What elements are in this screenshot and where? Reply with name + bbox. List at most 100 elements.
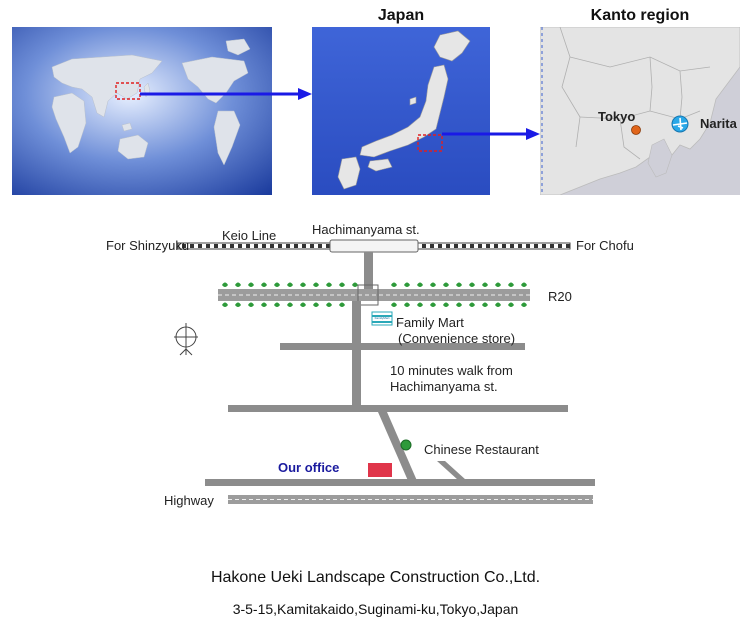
rail-tie [446, 244, 450, 248]
roadside-tree [430, 302, 436, 307]
store-icon: FamilyMart [371, 311, 393, 326]
roadside-tree [508, 302, 514, 307]
panel-arrows [140, 88, 540, 140]
roadside-tree [287, 282, 293, 287]
roadside-tree [482, 302, 488, 307]
compass-icon [174, 323, 198, 356]
roadside-tree [339, 302, 345, 307]
roadside-tree [235, 302, 241, 307]
road-middle-horizontal [228, 405, 568, 412]
rail-tie [318, 244, 322, 248]
roadside-tree [339, 282, 345, 287]
keio-line-label: Keio Line [222, 228, 277, 243]
rail-tie [542, 244, 546, 248]
roadside-tree [508, 282, 514, 287]
airplane-icon [671, 115, 689, 133]
rail-tie [550, 244, 554, 248]
rail-tie [454, 244, 458, 248]
roadside-tree [456, 302, 462, 307]
roadside-tree [352, 282, 358, 287]
rail-tie [222, 244, 226, 248]
our-office-label: Our office [278, 460, 340, 475]
roadside-tree [495, 302, 501, 307]
roadside-tree [521, 282, 527, 287]
roadside-tree [222, 282, 228, 287]
rail-tie [278, 244, 282, 248]
rail-tie [294, 244, 298, 248]
rail-tie [254, 244, 258, 248]
road-branch [437, 461, 466, 480]
rail-tie [190, 244, 194, 248]
roadside-tree [495, 282, 501, 287]
office-marker [368, 463, 392, 477]
rail-tie [262, 244, 266, 248]
road-station-connector [364, 252, 373, 294]
highway [228, 495, 593, 504]
hachimanyama-station [329, 239, 419, 253]
city-dot-icon [631, 125, 641, 135]
route-map: FamilyMart [174, 239, 595, 504]
roadside-tree [326, 282, 332, 287]
family-mart-label: Family Mart [396, 315, 464, 330]
roadside-tree [391, 282, 397, 287]
rail-tie [206, 244, 210, 248]
tokyo-label: Tokyo [598, 109, 636, 124]
rail-tie [270, 244, 274, 248]
rail-tie [198, 244, 202, 248]
roadside-tree [469, 302, 475, 307]
kanto-map-image [540, 27, 740, 195]
japan-panel-title: Japan [377, 7, 425, 24]
rail-tie [326, 244, 330, 248]
roadside-tree [404, 282, 410, 287]
roadside-tree [300, 282, 306, 287]
kanto-panel-title: Kanto region [590, 7, 690, 24]
arrow-world-to-japan [140, 88, 312, 100]
station-label: Hachimanyama st. [312, 222, 420, 237]
rail-tie [422, 244, 426, 248]
rail-tie [494, 244, 498, 248]
rail-tie [566, 244, 570, 248]
roadside-tree [391, 302, 397, 307]
rail-tie [302, 244, 306, 248]
rail-tie [238, 244, 242, 248]
company-name: Hakone Ueki Landscape Construction Co.,L… [210, 569, 541, 586]
road-diagonal [378, 412, 418, 483]
store-sign-text: FamilyMart [375, 316, 390, 320]
walk-text-line2: Hachimanyama st. [390, 379, 498, 394]
rail-tie [230, 244, 234, 248]
roadside-tree [469, 282, 475, 287]
rail-tie [486, 244, 490, 248]
japan-map-image [312, 27, 490, 195]
company-address: 3-5-15,Kamitakaido,Suginami-ku,Tokyo,Jap… [232, 601, 519, 617]
roadside-tree [430, 282, 436, 287]
rail-tie [518, 244, 522, 248]
roadside-tree [417, 282, 423, 287]
road-lower-horizontal [205, 479, 595, 486]
world-map-panel [12, 27, 272, 195]
rail-tie [310, 244, 314, 248]
roadside-tree [521, 302, 527, 307]
roadside-tree [404, 302, 410, 307]
convenience-store-label: (Convenience store) [398, 331, 516, 346]
kanto-map-panel: Tokyo Narita [540, 27, 740, 195]
roadside-tree [326, 302, 332, 307]
rail-tie [438, 244, 442, 248]
roadside-tree [313, 302, 319, 307]
rail-tie [478, 244, 482, 248]
narita-label: Narita [700, 116, 737, 131]
route-20 [218, 282, 530, 307]
rail-tie [526, 244, 530, 248]
road-upper-horizontal [280, 343, 525, 350]
rail-tie [246, 244, 250, 248]
roadside-tree [287, 302, 293, 307]
rail-tie [534, 244, 538, 248]
rail-tie [286, 244, 290, 248]
for-chofu-label: For Chofu [576, 238, 634, 253]
highway-label: Highway [164, 493, 214, 508]
r20-label: R20 [548, 289, 572, 304]
for-shinzyuku-label: For Shinzyuku [106, 238, 190, 253]
restaurant-icon [400, 439, 412, 451]
rail-tie [510, 244, 514, 248]
roadside-tree [417, 302, 423, 307]
world-map-image [12, 27, 272, 195]
